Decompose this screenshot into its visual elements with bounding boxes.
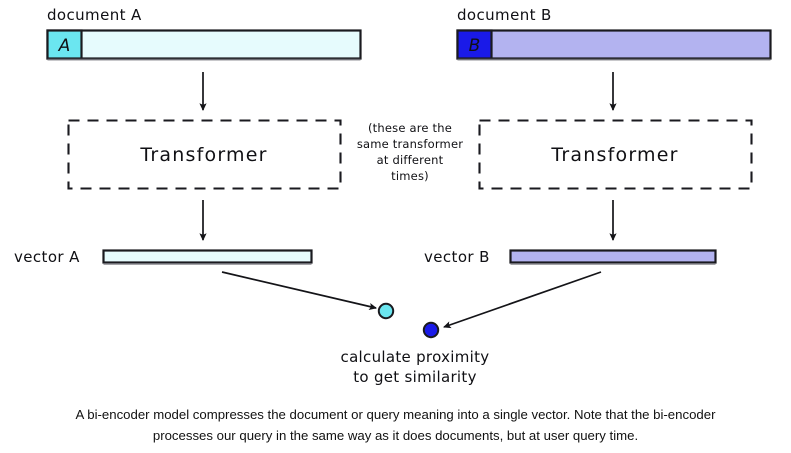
vector-b-point-dot (422, 321, 440, 339)
same-transformer-note-line-4: times) (391, 169, 429, 183)
figure-caption: A bi-encoder model compresses the docume… (0, 404, 791, 446)
vector-a-fill (102, 249, 313, 264)
proximity-note-line-2: to get similarity (353, 368, 477, 386)
transformer-b-outline (478, 119, 753, 190)
proximity-note: calculate proximity to get similarity (341, 348, 490, 386)
same-transformer-note-line-3: at different (377, 153, 444, 167)
document-a-body (46, 29, 362, 60)
transformer-b-label: Transformer (550, 144, 678, 166)
vector-a-point-dot (377, 302, 395, 320)
caption-line-2: processes our query in the same way as i… (152, 428, 639, 443)
vector-b-bar (509, 249, 717, 265)
document-b-token-letter: B (469, 36, 481, 56)
arrow-vector-a-to-dot-a (221, 271, 377, 310)
document-b-token-cell (456, 29, 493, 60)
proximity-note-line-1: calculate proximity (341, 348, 490, 366)
vector-b-label: vector B (424, 248, 490, 266)
document-b-bar: B (456, 29, 772, 61)
document-a-bar: A (46, 29, 362, 61)
vector-a-bar (102, 249, 313, 265)
document-a-label: document A (47, 6, 142, 24)
caption-line-1: A bi-encoder model compresses the docume… (75, 407, 716, 422)
transformer-a-outline (67, 119, 342, 190)
vector-a-label: vector A (14, 248, 80, 266)
transformer-b-box: Transformer (478, 119, 753, 190)
document-b-label: document B (457, 6, 552, 24)
document-a-token-cell (46, 29, 83, 60)
arrow-vector-b-to-dot-b (443, 271, 602, 329)
same-transformer-note: (these are the same transformer at diffe… (357, 121, 463, 183)
same-transformer-note-line-1: (these are the (368, 121, 452, 135)
document-a-token-letter: A (58, 36, 71, 56)
vector-b-fill (509, 249, 717, 264)
document-b-body (456, 29, 772, 60)
transformer-a-label: Transformer (139, 144, 267, 166)
same-transformer-note-line-2: same transformer (357, 137, 463, 151)
transformer-a-box: Transformer (67, 119, 342, 190)
